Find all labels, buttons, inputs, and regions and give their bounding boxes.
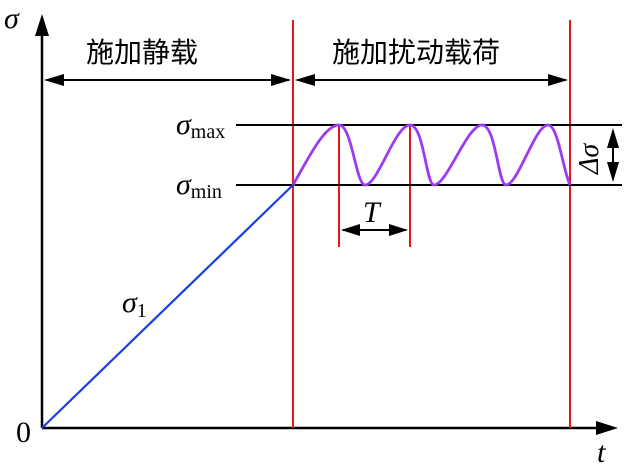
origin-label: 0 [16, 416, 31, 449]
y-axis-label: σ [4, 2, 20, 35]
phase-label-static: 施加静载 [86, 36, 198, 69]
sigma-min-label: σmin [176, 168, 222, 203]
y-axis-arrow-icon [35, 14, 49, 36]
arrowhead-left-icon [44, 74, 64, 86]
arrowhead-up-icon [607, 128, 619, 148]
x-axis-arrow-icon [596, 421, 618, 435]
arrowhead-down-icon [607, 162, 619, 182]
sigma-max-label: σmax [176, 108, 225, 143]
phase-label-dynamic: 施加扰动载荷 [332, 36, 500, 69]
arrowhead-left-icon [295, 74, 315, 86]
period-label: T [363, 196, 382, 229]
arrowhead-left-icon [341, 224, 360, 236]
amplitude-label: Δσ [574, 143, 605, 175]
ramp-label: σ1 [122, 286, 147, 322]
x-axis-label: t [597, 436, 606, 469]
disturbance-wave [291, 123, 572, 187]
static-load-ramp [41, 184, 294, 429]
arrowhead-right-icon [548, 74, 568, 86]
arrowhead-right-icon [389, 224, 408, 236]
arrowhead-right-icon [271, 74, 291, 86]
